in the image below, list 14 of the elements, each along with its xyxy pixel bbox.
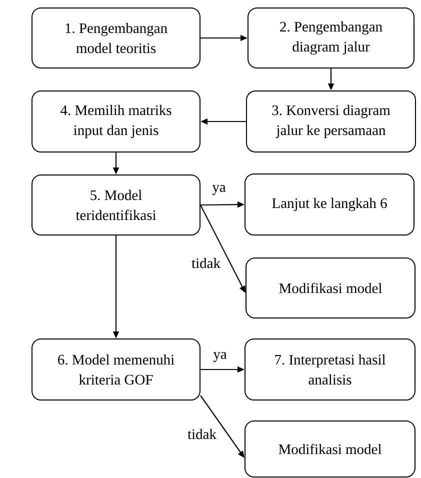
process-box: 5. Model teridentifikasi [32,174,200,236]
process-box: 2. Pengembangan diagram jalur [248,8,414,68]
process-box: 6. Model memenuhi kriteria GOF [32,338,200,400]
edge-label: tidak [190,256,222,270]
edge-label: ya [211,184,227,196]
process-box: 1. Pengembangan model teoritis [32,8,200,68]
edge-label: ya [212,351,228,363]
process-box: Modifikasi model [244,420,416,478]
process-box: 7. Interpretasi hasil analisis [244,338,416,400]
process-box: Modifikasi model [246,258,416,318]
process-box: 4. Memilih matriks input dan jenis [32,90,200,152]
process-box: 3. Konversi diagram jalur ke persamaan [246,90,416,152]
process-box: Lanjut ke langkah 6 [244,174,414,236]
edge-label: tidak [186,428,218,440]
